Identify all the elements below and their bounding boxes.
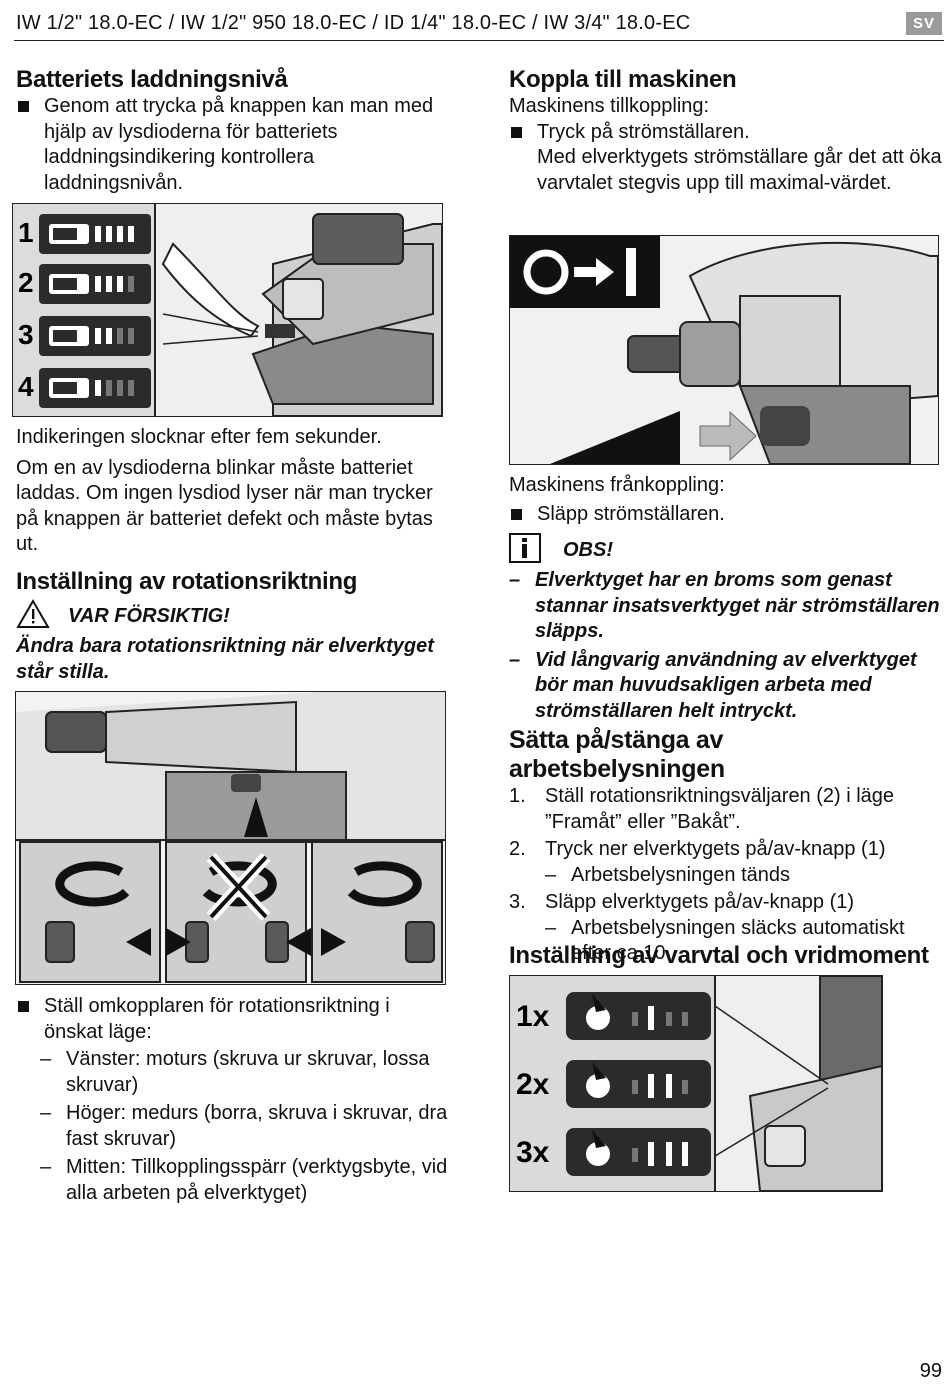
note-2: Vid långvarig användning av elverktyget … xyxy=(509,648,945,725)
connect-bullet-text: Med elverktygets strömställare går det a… xyxy=(537,146,942,194)
speed-label-3x: 3x xyxy=(516,1136,550,1169)
rotation-direction-figure xyxy=(15,691,446,985)
warning-icon xyxy=(16,598,50,634)
page-header: IW 1/2" 18.0-EC / IW 1/2" 950 18.0-EC / … xyxy=(14,10,944,41)
disconnect-label: Maskinens frånkoppling: xyxy=(509,474,725,496)
indicator-label-2: 2 xyxy=(18,267,34,298)
disconnect-section: Maskinens frånkoppling: Släpp strömställ… xyxy=(509,473,945,724)
battery-notes: Indikeringen slocknar efter fem sekunder… xyxy=(16,425,452,558)
battery-level-figure: 1 2 3 4 xyxy=(12,203,443,417)
connect-sub: Maskinens tillkoppling: xyxy=(509,95,710,117)
light-step-1-text: Ställ rotationsriktningsväljaren (2) i l… xyxy=(545,785,895,833)
rotation-section: Inställning av rotationsriktning VAR FÖR… xyxy=(16,568,452,685)
battery-note-2: Om en av lysdioderna blinkar måste batte… xyxy=(16,456,433,556)
battery-section: Batteriets laddningsnivå Genom att tryck… xyxy=(16,66,456,196)
rotation-term-middle: Mitten: xyxy=(66,1156,127,1178)
rotation-text-middle: Tillkopplingsspärr (verktygsbyte, vid al… xyxy=(66,1156,448,1204)
rotation-item-left: Vänster: moturs (skruva ur skruvar, loss… xyxy=(40,1047,452,1098)
note-label: OBS! xyxy=(563,538,613,561)
rotation-text-left: moturs (skruva ur skruvar, lossa skruvar… xyxy=(66,1048,430,1096)
light-step-1-number: 1. xyxy=(509,785,526,807)
info-icon xyxy=(509,533,541,568)
rotation-options: Ställ omkopplaren för rotationsriktning … xyxy=(16,994,452,1206)
indicator-label-4: 4 xyxy=(18,371,34,402)
light-step-2-number: 2. xyxy=(509,838,526,860)
light-step-2-sub: Arbetsbelysningen tänds xyxy=(545,863,945,889)
light-step-3-number: 3. xyxy=(509,891,526,913)
rotation-heading: Inställning av rotationsriktning xyxy=(16,568,358,595)
speed-label-2x: 2x xyxy=(516,1068,550,1101)
note-block: OBS! xyxy=(509,533,945,568)
rotation-text-right: medurs (borra, skruva i skruvar, dra fas… xyxy=(66,1102,448,1150)
connect-bullet: Tryck på strömställaren. xyxy=(509,120,945,146)
rotation-term-right: Höger: xyxy=(66,1102,127,1124)
light-heading: Sätta på/stänga av arbetsbelysningen xyxy=(509,726,725,783)
switch-on-figure xyxy=(509,235,939,465)
connect-heading: Koppla till maskinen xyxy=(509,66,737,93)
speed-heading: Inställning av varvtal och vridmoment xyxy=(509,942,929,969)
battery-indicators: 1 2 3 4 xyxy=(18,214,151,408)
note-1: Elverktyget har en broms som genast stan… xyxy=(509,568,945,645)
disconnect-bullet: Släpp strömställaren. xyxy=(509,502,945,528)
rotation-item-middle: Mitten: Tillkopplingsspärr (verktygsbyte… xyxy=(40,1155,452,1206)
light-step-3-sub: Arbetsbelysningen släcks automatiskt eft… xyxy=(545,916,945,967)
rotation-item-right: Höger: medurs (borra, skruva i skruvar, … xyxy=(40,1101,452,1152)
header-title: IW 1/2" 18.0-EC / IW 1/2" 950 18.0-EC / … xyxy=(16,12,691,34)
speed-setting-figure: 1x 2x 3x xyxy=(509,975,883,1192)
language-badge: SV xyxy=(905,12,942,35)
caution-block: VAR FÖRSIKTIG! xyxy=(16,598,452,634)
light-step-2-text: Tryck ner elverktygets på/av-knapp (1) xyxy=(545,838,886,860)
rotation-bullet: Ställ omkopplaren för rotationsriktning … xyxy=(16,994,452,1045)
light-step-1: 1. Ställ rotationsriktningsväljaren (2) … xyxy=(509,784,945,835)
speed-section: Inställning av varvtal och vridmoment xyxy=(509,942,945,970)
battery-note-1: Indikeringen slocknar efter fem sekunder… xyxy=(16,426,382,448)
battery-bullet: Genom att trycka på knappen kan man med … xyxy=(16,94,456,196)
caution-text: Ändra bara rotationsriktning när elverkt… xyxy=(16,635,434,683)
indicator-label-1: 1 xyxy=(18,217,34,248)
rotation-term-left: Vänster: xyxy=(66,1048,141,1070)
indicator-label-3: 3 xyxy=(18,319,34,350)
connect-section: Koppla till maskinen Maskinens tillkoppl… xyxy=(509,66,945,196)
light-section: Sätta på/stänga av arbetsbelysningen 1. … xyxy=(509,726,945,967)
speed-label-1x: 1x xyxy=(516,1000,550,1033)
light-step-3-text: Släpp elverktygets på/av-knapp (1) xyxy=(545,891,855,913)
page-number: 99 xyxy=(919,1360,942,1382)
battery-heading: Batteriets laddningsnivå xyxy=(16,66,288,93)
caution-label: VAR FÖRSIKTIG! xyxy=(68,604,230,627)
light-step-3: 3. Släpp elverktygets på/av-knapp (1) Ar… xyxy=(509,890,945,967)
light-step-2: 2. Tryck ner elverktygets på/av-knapp (1… xyxy=(509,837,945,888)
